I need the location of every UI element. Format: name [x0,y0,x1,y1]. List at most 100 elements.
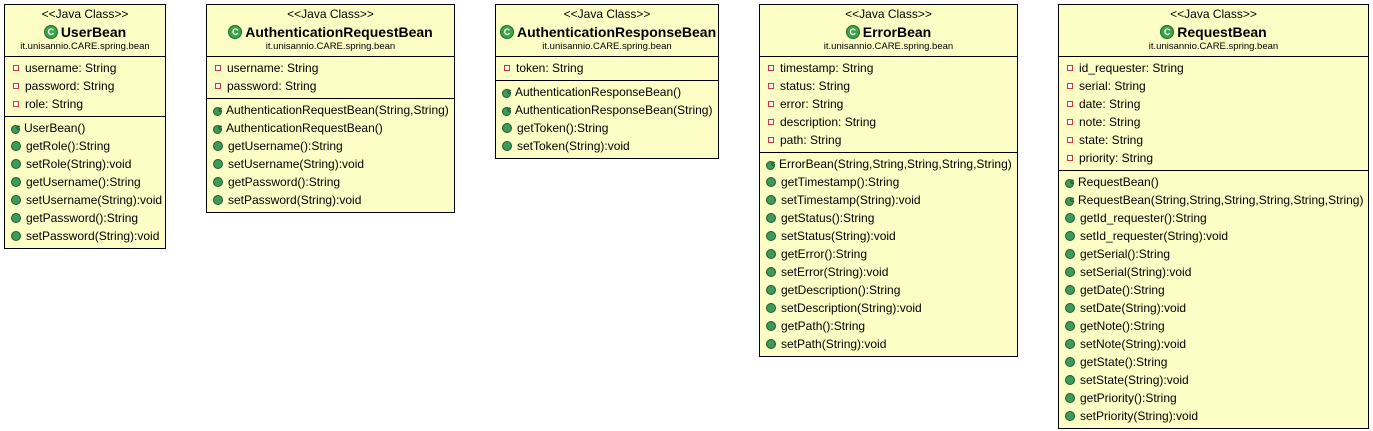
method-row[interactable]: setStatus(String):void [760,227,1017,245]
method-row[interactable]: setRole(String):void [5,155,165,173]
method-row[interactable]: setState(String):void [1059,371,1368,389]
class-name-text: RequestBean [1177,23,1267,40]
method-row[interactable]: setDate(String):void [1059,299,1368,317]
method-row[interactable]: getPassword():String [207,173,454,191]
class-icon: C [43,25,58,39]
method-row[interactable]: setTimestamp(String):void [760,191,1017,209]
field-text: path: String [780,132,842,147]
private-field-icon [768,118,774,125]
public-method-icon [766,230,776,241]
private-field-icon [1067,154,1073,161]
method-row[interactable]: getToken():String [496,119,718,137]
field-text: role: String [25,96,84,111]
method-text: setState(String):void [1080,372,1189,387]
method-row[interactable]: setPassword(String):void [5,227,165,245]
method-row[interactable]: setNote(String):void [1059,335,1368,353]
method-row[interactable]: setToken(String):void [496,137,718,155]
method-row[interactable]: getUsername():String [5,173,165,191]
method-row[interactable]: setDescription(String):void [760,299,1017,317]
field-row[interactable]: path: String [760,131,1017,149]
method-text: setPriority(String):void [1080,408,1199,423]
method-row[interactable]: setUsername(String):void [207,155,454,173]
method-text: getPassword():String [228,174,341,189]
method-row[interactable]: setPassword(String):void [207,191,454,209]
method-row[interactable]: setId_requester(String):void [1059,227,1368,245]
field-row[interactable]: description: String [760,113,1017,131]
method-text: UserBean() [24,120,86,135]
public-method-icon [766,248,776,259]
public-method-icon [502,140,512,151]
stereotype-label: <<Java Class>> [563,7,651,21]
field-text: description: String [780,114,877,129]
field-row[interactable]: state: String [1059,131,1368,149]
method-row[interactable]: setSerial(String):void [1059,263,1368,281]
method-text: RequestBean(String,String,String,String,… [1078,192,1364,207]
field-text: password: String [227,78,317,93]
field-text: password: String [25,78,115,93]
method-row[interactable]: getRole():String [5,137,165,155]
method-row[interactable]: getId_requester():String [1059,209,1368,227]
field-row[interactable]: id_requester: String [1059,59,1368,77]
field-row[interactable]: role: String [5,95,165,113]
method-row[interactable]: setUsername(String):void [5,191,165,209]
method-row[interactable]: setPriority(String):void [1059,407,1368,425]
field-row[interactable]: note: String [1059,113,1368,131]
stereotype-label: <<Java Class>> [845,7,932,21]
field-row[interactable]: password: String [207,77,454,95]
field-row[interactable]: password: String [5,77,165,95]
method-row[interactable]: setError(String):void [760,263,1017,281]
method-text: getPriority():String [1080,390,1177,405]
method-text: AuthenticationResponseBean() [515,84,682,99]
method-row[interactable]: setPath(String):void [760,335,1017,353]
field-row[interactable]: status: String [760,77,1017,95]
private-field-icon [768,100,774,107]
public-method-icon [1065,374,1075,385]
field-row[interactable]: priority: String [1059,149,1368,167]
private-field-icon [1067,136,1073,143]
method-row[interactable]: getError():String [760,245,1017,263]
field-row[interactable]: token: String [496,59,718,77]
method-row[interactable]: getPath():String [760,317,1017,335]
package-name: it.unisannio.CARE.spring.bean [823,40,954,52]
method-row[interactable]: getTimestamp():String [760,173,1017,191]
method-row[interactable]: getPriority():String [1059,389,1368,407]
public-method-icon [766,320,776,331]
method-text: getStatus():String [781,210,875,225]
field-text: token: String [516,60,584,75]
method-row[interactable]: getDescription():String [760,281,1017,299]
method-text: setPassword(String):void [228,192,362,207]
method-row[interactable]: getUsername():String [207,137,454,155]
method-row[interactable]: getStatus():String [760,209,1017,227]
method-row[interactable]: getState():String [1059,353,1368,371]
field-row[interactable]: serial: String [1059,77,1368,95]
field-row[interactable]: error: String [760,95,1017,113]
field-text: id_requester: String [1079,60,1184,75]
package-name: it.unisannio.CARE.spring.bean [265,40,396,52]
method-row[interactable]: getDate():String [1059,281,1368,299]
field-row[interactable]: date: String [1059,95,1368,113]
field-row[interactable]: username: String [5,59,165,77]
field-row[interactable]: username: String [207,59,454,77]
method-row[interactable]: getSerial():String [1059,245,1368,263]
method-text: RequestBean() [1078,174,1159,189]
method-row[interactable]: getNote():String [1059,317,1368,335]
method-row[interactable]: getPassword():String [5,209,165,227]
field-row[interactable]: timestamp: String [760,59,1017,77]
